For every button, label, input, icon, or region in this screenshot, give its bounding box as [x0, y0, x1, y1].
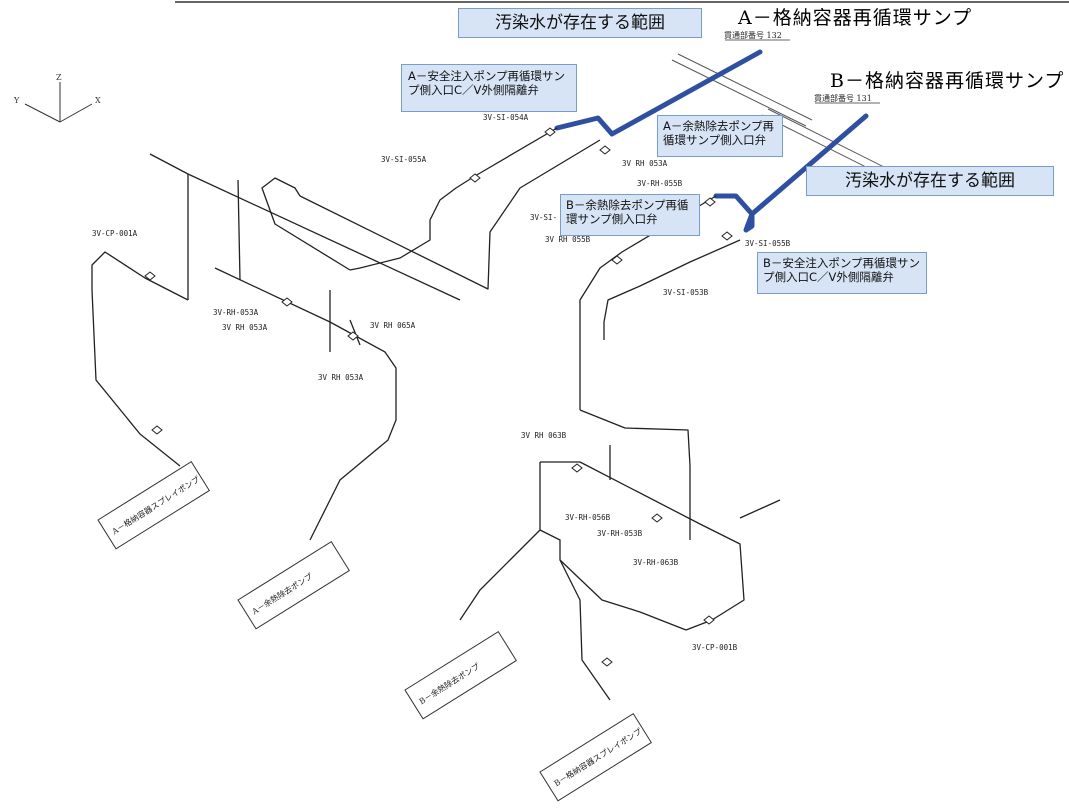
contaminated-range-heading-top: 汚染水が存在する範囲	[458, 8, 702, 38]
equipment-box-3: B－余熱除去ポンプ	[404, 631, 517, 720]
tag-rh-053b: 3V-RH-053B	[597, 529, 643, 538]
callout-a-si-isolation-valve: A－安全注入ポンプ再循環サンプ側入口C／V外側隔離弁	[401, 64, 577, 112]
valve-si-054a	[544, 127, 556, 137]
tag-rh-053a-top: 3V RH 053A	[622, 159, 668, 168]
tag-si-partial: 3V-SI-	[530, 213, 557, 222]
contaminated-range-heading-right: 汚染水が存在する範囲	[806, 166, 1054, 196]
penetration-a-label: 貫通部番号 132	[724, 30, 782, 40]
valve-symbols	[144, 127, 733, 667]
callout-b-rhr-inlet-valve: B－余熱除去ポンプ再循環サンプ側入口弁	[560, 194, 700, 236]
tag-cp-001b: 3V-CP-001B	[692, 643, 738, 652]
valve-rh-056b	[651, 513, 663, 523]
valve-si-055a	[469, 173, 481, 183]
tag-rh-053a-bottom: 3V RH 053A	[318, 373, 364, 382]
callout-b-si-isolation-valve: B－安全注入ポンプ再循環サンプ側入口C／V外側隔離弁	[757, 252, 927, 294]
valve-rh-065a	[347, 331, 359, 341]
contaminated-section-b	[713, 113, 869, 233]
axis-y-label: Y	[13, 96, 20, 105]
tag-si-053b: 3V-SI-053B	[663, 288, 709, 297]
valve-tags: 3V-SI-054A 3V-SI-055A 3V RH 053A 3V-RH-0…	[92, 113, 791, 652]
valve-a-spray	[151, 425, 163, 435]
tag-si-055b: 3V-SI-055B	[745, 239, 791, 248]
equipment-box-1: A－格納容器スプレイポンプ	[97, 461, 210, 550]
callout-a-rhr-inlet-valve: A－余熱除去ポンプ再循環サンプ側入口弁	[657, 115, 783, 157]
equipment-box-4: B－格納容器スプレイポンプ	[539, 713, 652, 802]
valve-cp-001b	[703, 615, 715, 625]
valve-cp-001a	[144, 271, 156, 281]
tag-rh-063b-low: 3V-RH-063B	[633, 558, 679, 567]
sump-a-heading: A－格納容器再循環サンプ	[738, 7, 973, 29]
valve-rh-053a-top	[599, 145, 611, 155]
sump-b-heading: B－格納容器再循環サンプ	[830, 70, 1065, 92]
valve-rh-063b	[571, 463, 583, 473]
axis-indicator	[24, 82, 93, 123]
equipment-box-2: A－余熱除去ポンプ	[237, 541, 350, 630]
tag-rh-053a-low: 3V RH 053A	[222, 323, 268, 332]
contaminated-section-a	[554, 49, 763, 137]
tag-rh-065a: 3V RH 065A	[370, 321, 416, 330]
tag-rh-055b: 3V-RH-055B	[637, 179, 683, 188]
tag-rh-063b: 3V RH 063B	[521, 431, 567, 440]
penetration-b-label: 貫通部番号 131	[814, 93, 872, 103]
piping-lines	[91, 127, 781, 701]
penetration-a-wall	[671, 53, 813, 127]
tag-rh-053a-label: 3V-RH-053A	[213, 308, 259, 317]
axis-x-label: X	[95, 96, 101, 105]
valve-rh-053a	[281, 297, 293, 307]
tag-si-055a: 3V-SI-055A	[381, 155, 427, 164]
tag-si-054a: 3V-SI-054A	[483, 113, 529, 122]
tag-cp-001a: 3V-CP-001A	[92, 229, 138, 238]
axis-z-label: Z	[56, 73, 62, 82]
valve-b-spray	[601, 657, 613, 667]
tag-rh-055b-mid: 3V RH 055B	[545, 235, 591, 244]
valve-rh-053b-upper	[611, 255, 623, 265]
valve-si-055b	[721, 231, 733, 241]
valve-rh-055b	[704, 197, 716, 207]
tag-rh-056b: 3V-RH-056B	[565, 513, 611, 522]
